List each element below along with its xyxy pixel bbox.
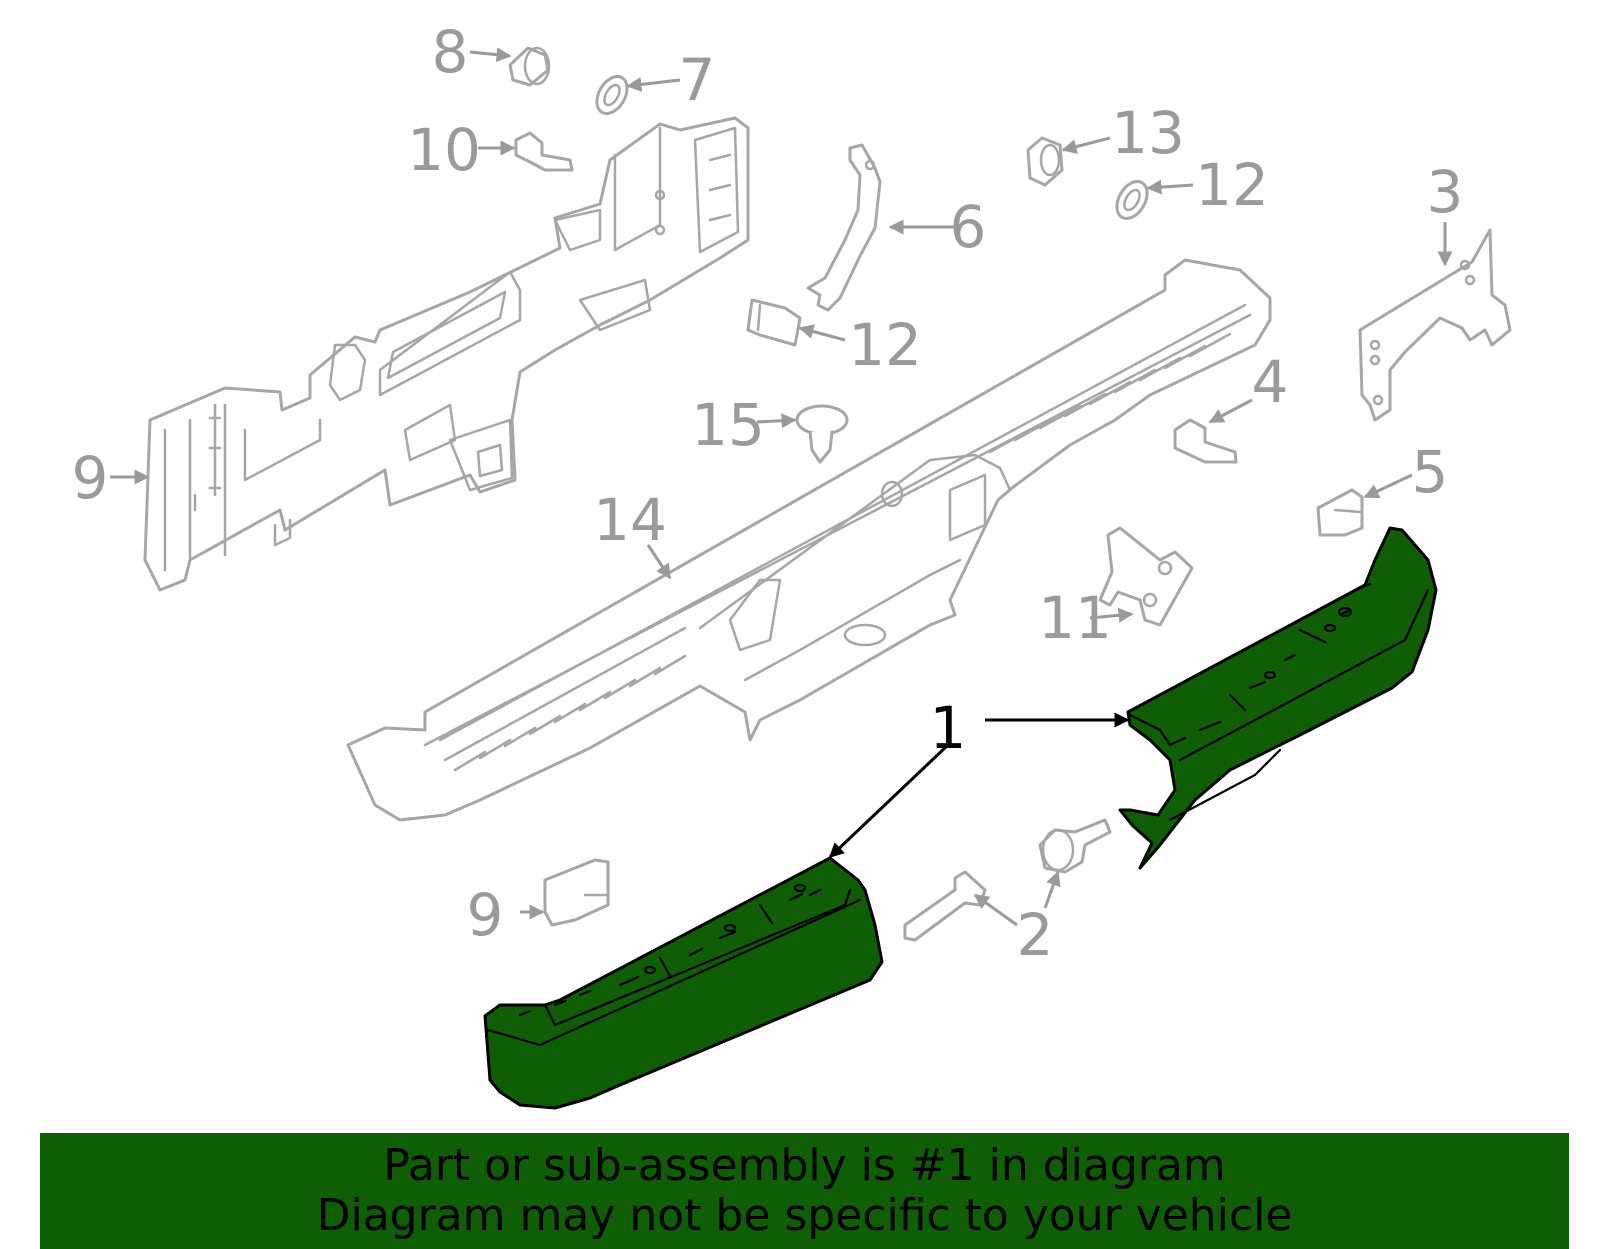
banner-line-1: Part or sub-assembly is #1 in diagram — [383, 1140, 1226, 1191]
callout-12-upper: 12 — [1195, 151, 1269, 219]
callout-11: 11 — [1038, 584, 1112, 652]
leader-lines — [110, 47, 1453, 927]
callout-5: 5 — [1412, 438, 1449, 506]
callout-13: 13 — [1111, 99, 1185, 167]
info-banner: Part or sub-assembly is #1 in diagram Di… — [40, 1133, 1569, 1249]
left-bumper-end-cap-highlighted — [483, 856, 884, 1110]
callout-9-lower: 9 — [467, 881, 504, 949]
callout-9-upper: 9 — [72, 444, 109, 512]
callout-labels: 1 2 3 4 5 6 7 8 9 9 10 11 12 12 13 14 15 — [72, 18, 1464, 969]
callout-15: 15 — [691, 391, 765, 459]
callout-8: 8 — [432, 18, 469, 86]
callout-12-lower: 12 — [848, 311, 922, 379]
callout-10: 10 — [407, 116, 481, 184]
callout-3: 3 — [1427, 158, 1464, 226]
bracket-part-6 — [806, 143, 882, 312]
callout-4: 4 — [1252, 348, 1289, 416]
frame-hitch-part — [143, 116, 750, 592]
right-bumper-end-cap-highlighted — [1118, 526, 1438, 870]
callout-14: 14 — [593, 486, 667, 554]
callout-1: 1 — [930, 694, 967, 762]
callout-6: 6 — [950, 193, 987, 261]
banner-line-2: Diagram may not be specific to your vehi… — [316, 1190, 1293, 1241]
hardware-parts — [508, 46, 1512, 942]
step-bumper-bar-part — [346, 258, 1272, 822]
callout-7: 7 — [679, 46, 716, 114]
callout-2: 2 — [1017, 901, 1054, 969]
